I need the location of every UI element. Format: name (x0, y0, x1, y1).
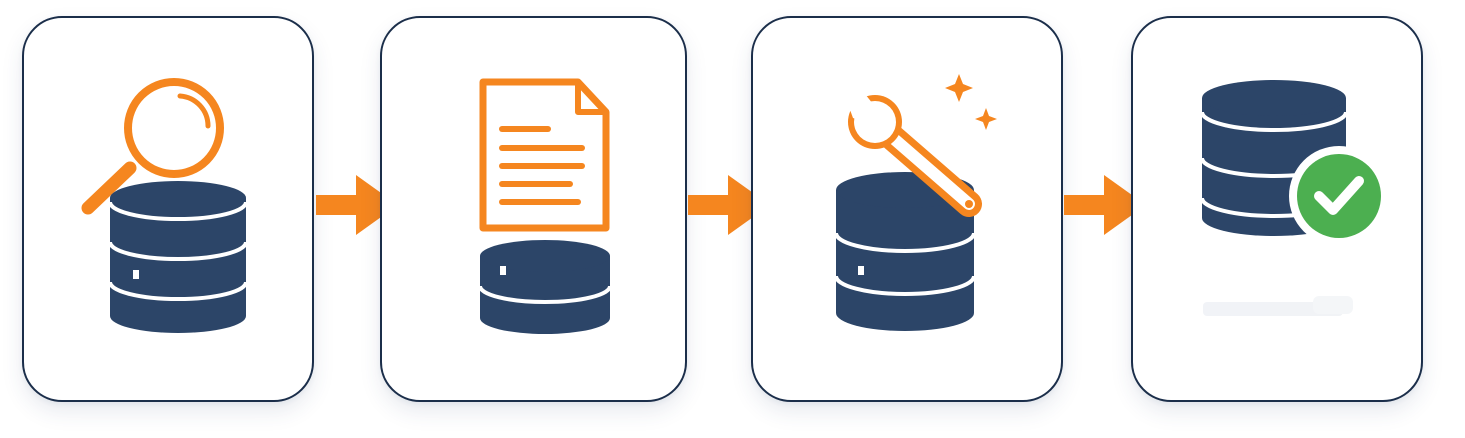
database-icon (478, 240, 612, 334)
database-verified-icon (1200, 80, 1389, 316)
magnifier-icon (81, 78, 224, 215)
sparkle-icon (945, 74, 997, 130)
arrow-right-icon (688, 175, 770, 235)
database-document-icon (478, 78, 612, 334)
arrow-right-icon (316, 175, 398, 235)
document-icon (479, 78, 610, 232)
wrench-icon (845, 94, 982, 217)
database-reflection (1203, 296, 1353, 316)
database-icon (108, 181, 248, 333)
step-card-document (380, 16, 687, 402)
step-card-verified (1131, 16, 1423, 402)
step-card-repair (751, 16, 1063, 402)
arrow-right-icon (1064, 175, 1146, 235)
check-circle-icon (1289, 146, 1389, 246)
database-wrench-icon (834, 74, 997, 331)
step-card-analyze (22, 16, 314, 402)
database-search-icon (81, 78, 248, 333)
